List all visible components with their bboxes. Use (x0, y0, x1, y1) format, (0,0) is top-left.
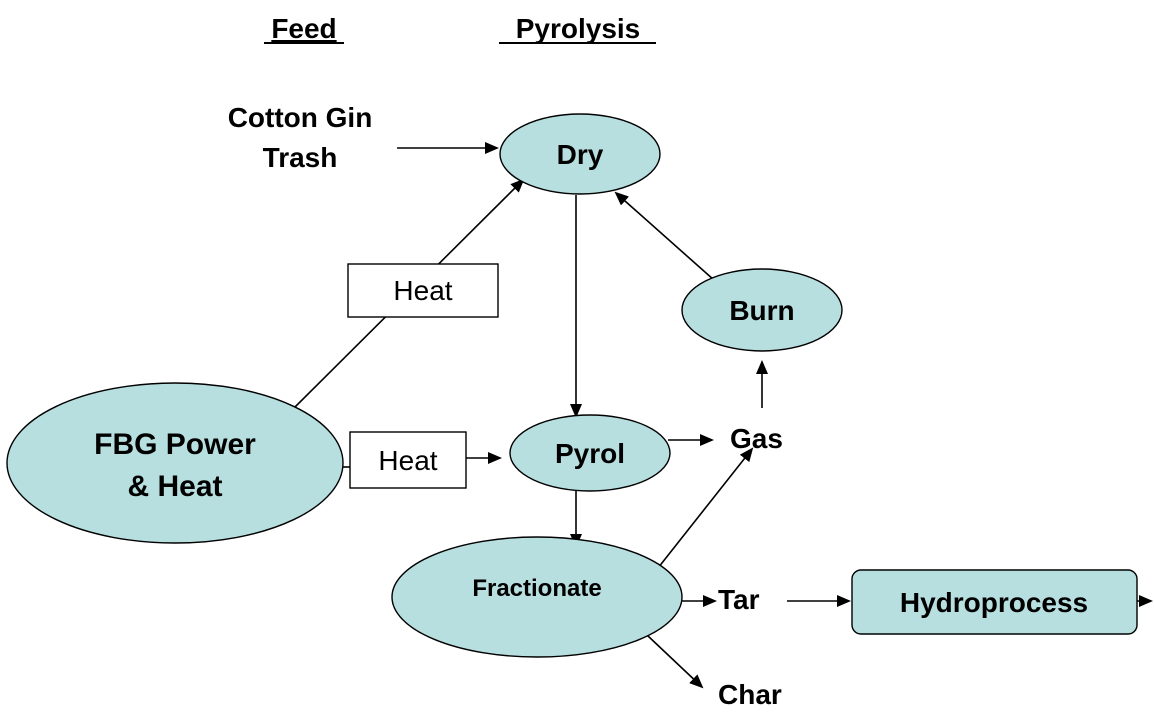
node-fbg-power-heat: FBG Power & Heat (6, 382, 344, 544)
node-dry-shape (499, 113, 661, 195)
edge-burn-to-dry (614, 191, 715, 281)
node-pyrol-shape (509, 414, 671, 492)
node-fractionate-shape (391, 536, 683, 658)
tar-label: Tar (718, 584, 760, 615)
feed-label-line1: Cotton Gin (228, 102, 373, 133)
heat-box-upper: Heat (347, 263, 499, 318)
node-fractionate: Fractionate (391, 536, 683, 658)
node-fractionate-label: Fractionate (472, 575, 601, 602)
node-dry-label: Dry (557, 139, 604, 170)
heat-box-upper-shape (347, 263, 499, 318)
heat-box-upper-label: Heat (393, 275, 452, 306)
node-dry: Dry (499, 113, 661, 195)
node-hydroprocess-shape (851, 569, 1138, 635)
node-burn-label: Burn (729, 295, 794, 326)
edge-fractionate-to-gas (657, 447, 754, 569)
pyrolysis-header: Pyrolysis (516, 13, 641, 44)
gas-label: Gas (730, 423, 783, 454)
edge-fractionate-to-char (647, 635, 704, 689)
feed-header: Feed (271, 13, 336, 44)
node-fbg-label-line2: & Heat (127, 470, 222, 503)
node-fbg-label-line1: FBG Power (94, 428, 256, 461)
char-label: Char (718, 679, 782, 710)
feed-label-line2: Trash (263, 142, 338, 173)
node-pyrol-label: Pyrol (555, 438, 625, 469)
heat-box-lower-shape (349, 431, 467, 489)
node-hydroprocess-label: Hydroprocess (900, 587, 1088, 618)
node-hydroprocess: Hydroprocess (851, 569, 1138, 635)
heat-box-lower-label: Heat (378, 445, 437, 476)
node-pyrol: Pyrol (509, 414, 671, 492)
heat-box-lower: Heat (349, 431, 467, 489)
node-burn: Burn (681, 268, 843, 352)
node-fbg-shape (6, 382, 344, 544)
node-burn-shape (681, 268, 843, 352)
